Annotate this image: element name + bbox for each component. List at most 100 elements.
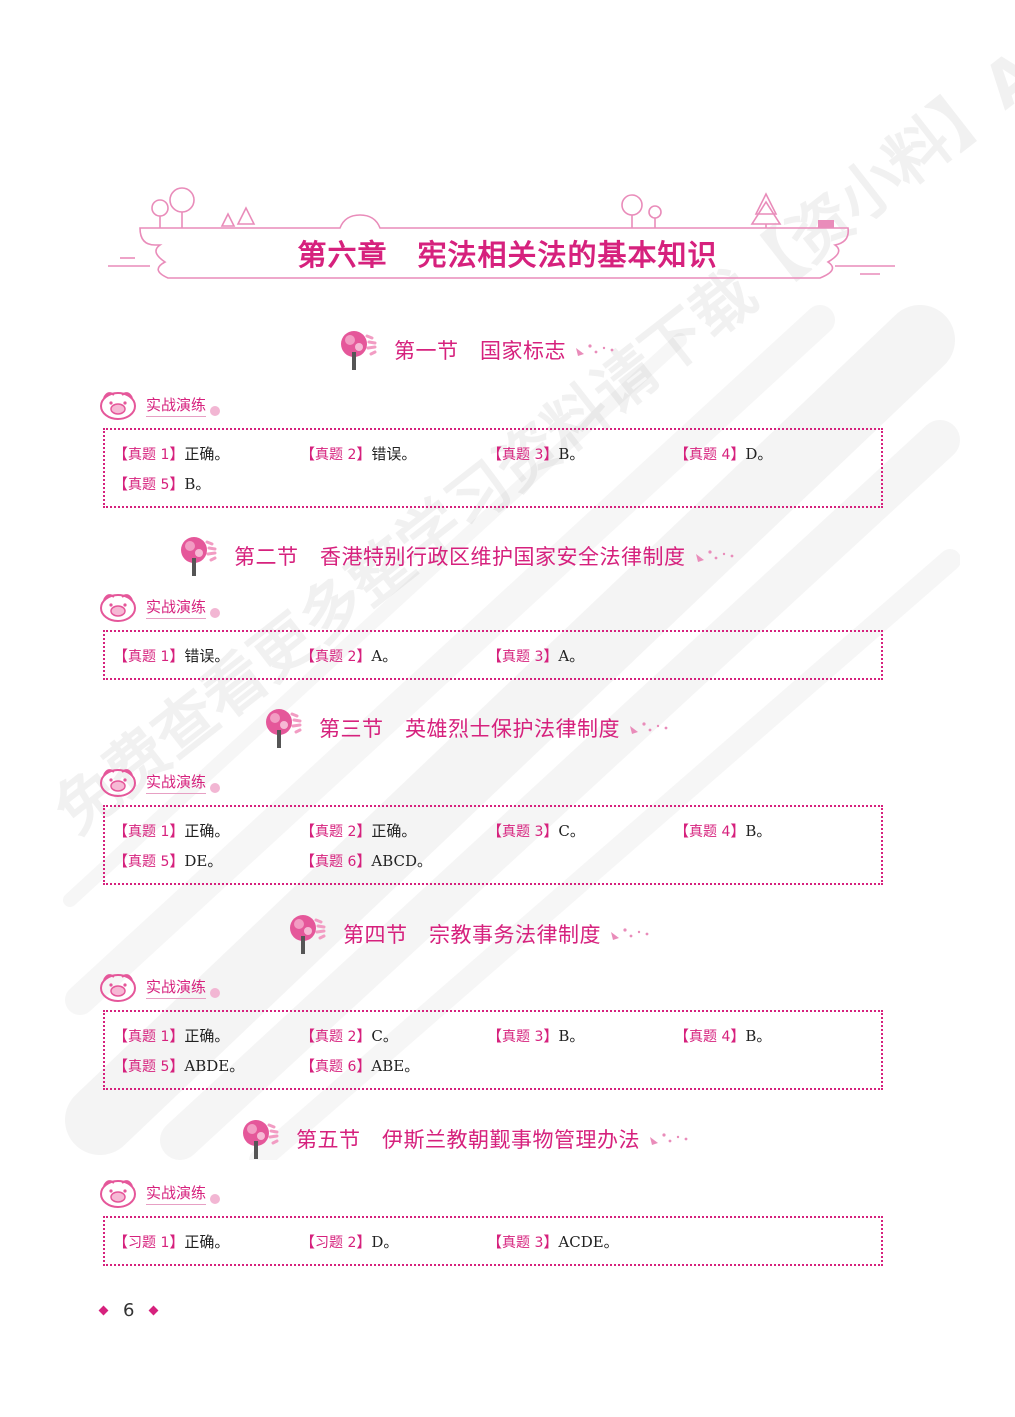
- question-tag: 真题 1: [128, 446, 170, 463]
- answer-item: 【习题 1】正确。: [113, 1232, 230, 1251]
- answer-value: 正确。: [371, 821, 417, 840]
- dot-icon: [210, 988, 221, 998]
- answer-value: ABDE。: [184, 1056, 245, 1075]
- sparkle-dots-icon: [611, 928, 649, 940]
- question-tag: 真题 1: [128, 648, 170, 665]
- answer-box: 【习题 1】正确。 【习题 2】D。 【真题 3】ACDE。: [103, 1216, 883, 1266]
- section-heading: 第二节 香港特别行政区维护国家安全法律制度: [178, 534, 740, 578]
- dot-icon: [210, 1194, 221, 1204]
- answer-value: B。: [184, 474, 211, 493]
- question-tag: 真题 3: [502, 1028, 544, 1045]
- question-tag: 真题 3: [502, 1234, 544, 1251]
- question-tag: 真题 5: [128, 1058, 170, 1075]
- tree-icon: [341, 331, 377, 370]
- dot-icon: [210, 406, 221, 416]
- answer-item: 【真题 3】ACDE。: [487, 1232, 619, 1251]
- question-tag: 真题 5: [128, 853, 170, 870]
- answer-item: 【真题 5】DE。: [113, 851, 223, 870]
- answer-value: 错误。: [371, 444, 417, 463]
- answer-row: 【真题 1】错误。【真题 2】A。【真题 3】A。: [113, 640, 881, 670]
- answer-row: 【真题 5】ABDE。 【真题 6】ABE。: [113, 1050, 881, 1080]
- answer-value: D。: [371, 1232, 399, 1251]
- section-title: 第四节 宗教事务法律制度: [343, 923, 601, 947]
- sparkle-dots-icon: [650, 1133, 688, 1145]
- question-tag: 习题 2: [315, 1234, 357, 1251]
- answer-value: C。: [371, 1026, 398, 1045]
- answer-value: DE。: [184, 851, 223, 870]
- answer-value: 正确。: [184, 444, 230, 463]
- answer-value: ABE。: [371, 1056, 420, 1075]
- answer-box: 【真题 1】错误。【真题 2】A。【真题 3】A。: [103, 630, 883, 680]
- answer-value: B。: [745, 821, 772, 840]
- tree-icon: [266, 709, 302, 748]
- answer-value: 错误。: [184, 646, 230, 665]
- answer-box: 【真题 1】正确。【真题 2】错误。【真题 3】B。【真题 4】D。【真题 5】…: [103, 428, 883, 508]
- mascot-icon: [100, 974, 136, 1002]
- answer-value: A。: [558, 646, 585, 665]
- answer-item: 【真题 2】C。: [300, 1026, 398, 1045]
- section-heading: 第五节 伊斯兰教朝觐事物管理办法: [240, 1117, 694, 1161]
- practice-label: 实战演练: [146, 1182, 207, 1205]
- practice-header: 实战演练: [98, 1176, 221, 1210]
- answer-value: 正确。: [184, 1232, 230, 1251]
- tree-icon: [243, 1120, 279, 1159]
- question-tag: 真题 4: [689, 1028, 731, 1045]
- section-5: 第五节 伊斯兰教朝觐事物管理办法 实战演练 【习题 1】正确。【习题 2】D。【…: [0, 1117, 1015, 1417]
- section-heading: 第三节 英雄烈士保护法律制度: [263, 706, 674, 750]
- answer-item: 【真题 2】A。: [300, 646, 398, 665]
- answer-value: B。: [558, 444, 585, 463]
- practice-label: 实战演练: [146, 394, 207, 417]
- answer-item: 【真题 3】C。: [487, 821, 585, 840]
- chapter-banner: [108, 187, 895, 279]
- answer-item: 【真题 6】ABE。: [300, 1056, 420, 1075]
- answer-value: D。: [745, 444, 773, 463]
- question-tag: 真题 6: [315, 1058, 357, 1075]
- answer-item: 【真题 3】B。: [487, 444, 585, 463]
- section-4: 第四节 宗教事务法律制度 实战演练 【真题 1】正确。【真题 2】C。【真题 3…: [0, 912, 1015, 1212]
- answer-item: 【真题 4】B。: [674, 1026, 772, 1045]
- answer-row: 【真题 1】正确。【真题 2】错误。【真题 3】B。【真题 4】D。: [113, 438, 881, 468]
- answer-item: 【真题 1】正确。: [113, 444, 230, 463]
- section-title: 第三节 英雄烈士保护法律制度: [319, 717, 620, 741]
- section-title: 第五节 伊斯兰教朝觐事物管理办法: [296, 1128, 640, 1152]
- section-3: 第三节 英雄烈士保护法律制度 实战演练 【真题 1】正确。【真题 2】正确。【真…: [0, 706, 1015, 1006]
- section-1: 第一节 国家标志 实战演练 【真题 1】正确。【真题 2】错误。【真题 3】B。…: [0, 328, 1015, 628]
- mascot-icon: [100, 769, 136, 797]
- question-tag: 真题 4: [689, 823, 731, 840]
- answer-row: 【习题 1】正确。 【习题 2】D。 【真题 3】ACDE。: [113, 1226, 881, 1256]
- practice-label: 实战演练: [146, 771, 207, 794]
- dot-icon: [210, 608, 221, 618]
- section-title: 第二节 香港特别行政区维护国家安全法律制度: [234, 545, 686, 569]
- answer-value: B。: [745, 1026, 772, 1045]
- answer-value: 正确。: [184, 1026, 230, 1045]
- mascot-icon: [100, 1180, 136, 1208]
- tree-icon: [290, 915, 326, 954]
- question-tag: 真题 2: [315, 823, 357, 840]
- watermark-brush: [63, 305, 960, 1160]
- answer-item: 【真题 5】ABDE。: [113, 1056, 245, 1075]
- question-tag: 真题 5: [128, 476, 170, 493]
- practice-header: 实战演练: [98, 970, 221, 1004]
- sparkle-dots-icon: [576, 344, 614, 356]
- answer-row: 【真题 1】正确。【真题 2】正确。【真题 3】C。【真题 4】B。: [113, 815, 881, 845]
- section-heading: 第四节 宗教事务法律制度: [287, 912, 655, 956]
- answer-item: 【真题 5】B。: [113, 474, 211, 493]
- question-tag: 习题 1: [128, 1234, 170, 1251]
- sparkle-dots-icon: [695, 550, 733, 562]
- chapter-title: 第六章 宪法相关法的基本知识: [297, 238, 718, 272]
- mascot-icon: [100, 392, 136, 420]
- question-tag: 真题 2: [315, 1028, 357, 1045]
- question-tag: 真题 3: [502, 446, 544, 463]
- answer-value: ABCD。: [371, 851, 433, 870]
- practice-label: 实战演练: [146, 596, 207, 619]
- section-2: 第二节 香港特别行政区维护国家安全法律制度 实战演练 【真题 1】错误。【真题 …: [0, 534, 1015, 834]
- mascot-icon: [100, 594, 136, 622]
- answer-box: 【真题 1】正确。【真题 2】正确。【真题 3】C。【真题 4】B。【真题 5】…: [103, 805, 883, 885]
- practice-header: 实战演练: [98, 590, 221, 624]
- page-footer: 6: [98, 1300, 159, 1321]
- question-tag: 真题 2: [315, 446, 357, 463]
- diamond-icon: [149, 1305, 159, 1316]
- answer-value: A。: [371, 646, 398, 665]
- answer-item: 【习题 2】D。: [300, 1232, 399, 1251]
- question-tag: 真题 4: [689, 446, 731, 463]
